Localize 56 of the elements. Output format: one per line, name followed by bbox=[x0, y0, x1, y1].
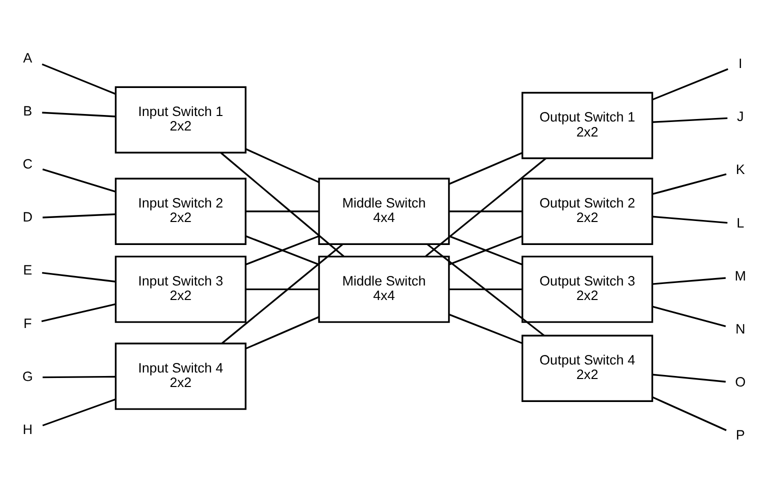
node-text: D bbox=[22, 209, 32, 224]
connector bbox=[449, 210, 522, 212]
connector bbox=[449, 288, 522, 290]
connector bbox=[652, 215, 728, 224]
connector bbox=[42, 398, 116, 426]
connector bbox=[425, 157, 546, 256]
node-box: Output Switch 3 2x2 bbox=[522, 255, 654, 322]
node-box: Output Switch 2 2x2 bbox=[522, 177, 654, 244]
connector bbox=[246, 148, 320, 183]
connector bbox=[449, 234, 523, 265]
node-text: A bbox=[23, 50, 32, 65]
node-box: Input Switch 1 2x2 bbox=[114, 86, 246, 153]
connector bbox=[652, 305, 726, 327]
connector bbox=[246, 288, 319, 290]
connector bbox=[652, 116, 728, 122]
node-text: J bbox=[737, 108, 744, 124]
connector bbox=[42, 375, 116, 378]
node-text: P bbox=[736, 427, 745, 442]
connector bbox=[41, 302, 116, 322]
connector bbox=[652, 396, 727, 431]
node-text: C bbox=[22, 156, 32, 172]
node-text: L bbox=[736, 214, 744, 230]
connector bbox=[449, 313, 523, 344]
connector bbox=[42, 111, 116, 117]
node-text: F bbox=[23, 315, 32, 330]
node-box: Input Switch 4 2x2 bbox=[114, 342, 246, 410]
connector bbox=[42, 62, 116, 94]
node-text: M bbox=[734, 268, 746, 283]
connector bbox=[42, 271, 116, 282]
node-box: Input Switch 3 2x2 bbox=[114, 255, 246, 322]
connector bbox=[652, 172, 726, 194]
node-text: O bbox=[735, 374, 746, 390]
node-text: I bbox=[738, 56, 742, 70]
node-box: Output Switch 4 2x2 bbox=[522, 334, 654, 402]
connector bbox=[652, 276, 726, 284]
node-text: H bbox=[22, 422, 32, 436]
connector bbox=[220, 152, 344, 256]
node-text: N bbox=[736, 320, 746, 336]
node-box: Middle Switch 4x4 bbox=[318, 255, 450, 322]
connector bbox=[426, 243, 545, 336]
connector bbox=[246, 234, 320, 265]
node-box: Input Switch 2 2x2 bbox=[114, 177, 246, 244]
connector bbox=[42, 212, 116, 218]
node-text: K bbox=[736, 162, 745, 177]
node-text: G bbox=[22, 368, 33, 384]
connector bbox=[652, 373, 726, 382]
connector bbox=[652, 68, 728, 100]
connector bbox=[448, 152, 523, 184]
connector bbox=[42, 168, 116, 192]
connector bbox=[221, 243, 344, 344]
node-box: Output Switch 1 2x2 bbox=[522, 91, 654, 159]
node-box: Middle Switch 4x4 bbox=[318, 177, 450, 244]
connector bbox=[246, 316, 320, 349]
node-text: B bbox=[23, 102, 32, 118]
connector bbox=[246, 210, 319, 212]
node-text: E bbox=[23, 262, 32, 278]
